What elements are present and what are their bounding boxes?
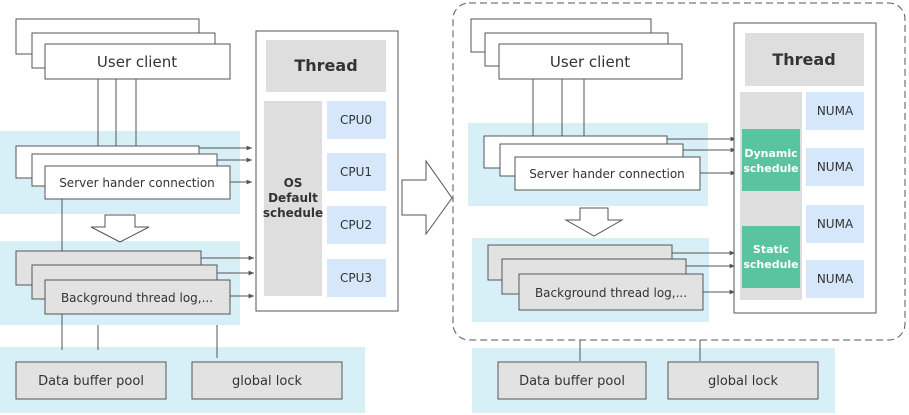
left-thread-title-box bbox=[266, 40, 386, 92]
right-server-label: Server hander connection bbox=[529, 167, 685, 181]
right-thread-title: Thread bbox=[772, 50, 835, 69]
left-cpu3-label: CPU3 bbox=[340, 271, 372, 285]
right-static-line-1: schedule bbox=[743, 258, 798, 271]
right-user-client-label: User client bbox=[550, 53, 630, 71]
left-user-client-box bbox=[44, 43, 231, 80]
left-server-box bbox=[44, 165, 231, 200]
left-cpu3-box bbox=[327, 259, 386, 297]
left-bg-label: Background thread log,... bbox=[61, 291, 213, 305]
left-os-line-0: OS bbox=[284, 176, 303, 190]
transition-right-arrow-icon bbox=[401, 159, 453, 236]
right-bg-box bbox=[518, 273, 704, 311]
right-numa3-label: NUMA bbox=[817, 272, 854, 286]
left-global-lock bbox=[191, 361, 343, 400]
right-numa3-box bbox=[806, 260, 864, 298]
right-numa2-box bbox=[806, 205, 864, 243]
right-dynamic-line-0: Dynamic bbox=[744, 147, 797, 160]
right-dynamic-line-1: schedule bbox=[743, 162, 798, 175]
left-cpu1-label: CPU1 bbox=[340, 165, 372, 179]
right-static-line-0: Static bbox=[753, 243, 789, 256]
right-numa2-label: NUMA bbox=[817, 217, 854, 231]
right-global-lock-label: global lock bbox=[708, 374, 778, 389]
right-data-buffer-label: Data buffer pool bbox=[519, 374, 625, 389]
right-numa1-box bbox=[806, 148, 864, 186]
left-user-client-label: User client bbox=[97, 53, 177, 71]
left-cpu0-label: CPU0 bbox=[340, 113, 372, 127]
right-global-lock bbox=[667, 361, 819, 400]
left-cpu0-box bbox=[327, 101, 386, 139]
left-os-line-2: schedule bbox=[263, 206, 323, 220]
left-global-lock-label: global lock bbox=[232, 374, 302, 389]
right-thread-title-box bbox=[745, 33, 864, 86]
left-cpu1-box bbox=[327, 153, 386, 191]
left-data-buffer-pool bbox=[15, 361, 167, 400]
left-cpu2-label: CPU2 bbox=[340, 218, 372, 232]
right-dashed-container bbox=[452, 2, 906, 341]
left-down-arrow-icon bbox=[90, 214, 150, 243]
left-thread-title: Thread bbox=[294, 56, 357, 75]
left-cpu2-box bbox=[327, 206, 386, 244]
right-bg-label: Background thread log,... bbox=[535, 286, 687, 300]
left-bg-box bbox=[44, 279, 231, 315]
right-down-arrow-icon bbox=[564, 207, 624, 237]
left-os-line-1: Default bbox=[268, 191, 318, 205]
right-numa1-label: NUMA bbox=[817, 160, 854, 174]
right-static-schedule-box bbox=[742, 226, 800, 288]
left-diagram: User client Server hander connection Bac… bbox=[0, 18, 399, 413]
right-diagram: User client Server hander connection Bac… bbox=[452, 2, 906, 413]
left-data-buffer-label: Data buffer pool bbox=[38, 374, 144, 389]
right-user-client-box bbox=[498, 43, 683, 80]
right-numa0-box bbox=[806, 92, 864, 130]
right-dynamic-schedule-box bbox=[742, 129, 800, 191]
right-numa0-label: NUMA bbox=[817, 104, 854, 118]
left-os-schedule-box bbox=[264, 101, 322, 296]
right-data-buffer-pool bbox=[497, 361, 647, 400]
left-server-label: Server hander connection bbox=[59, 176, 215, 190]
